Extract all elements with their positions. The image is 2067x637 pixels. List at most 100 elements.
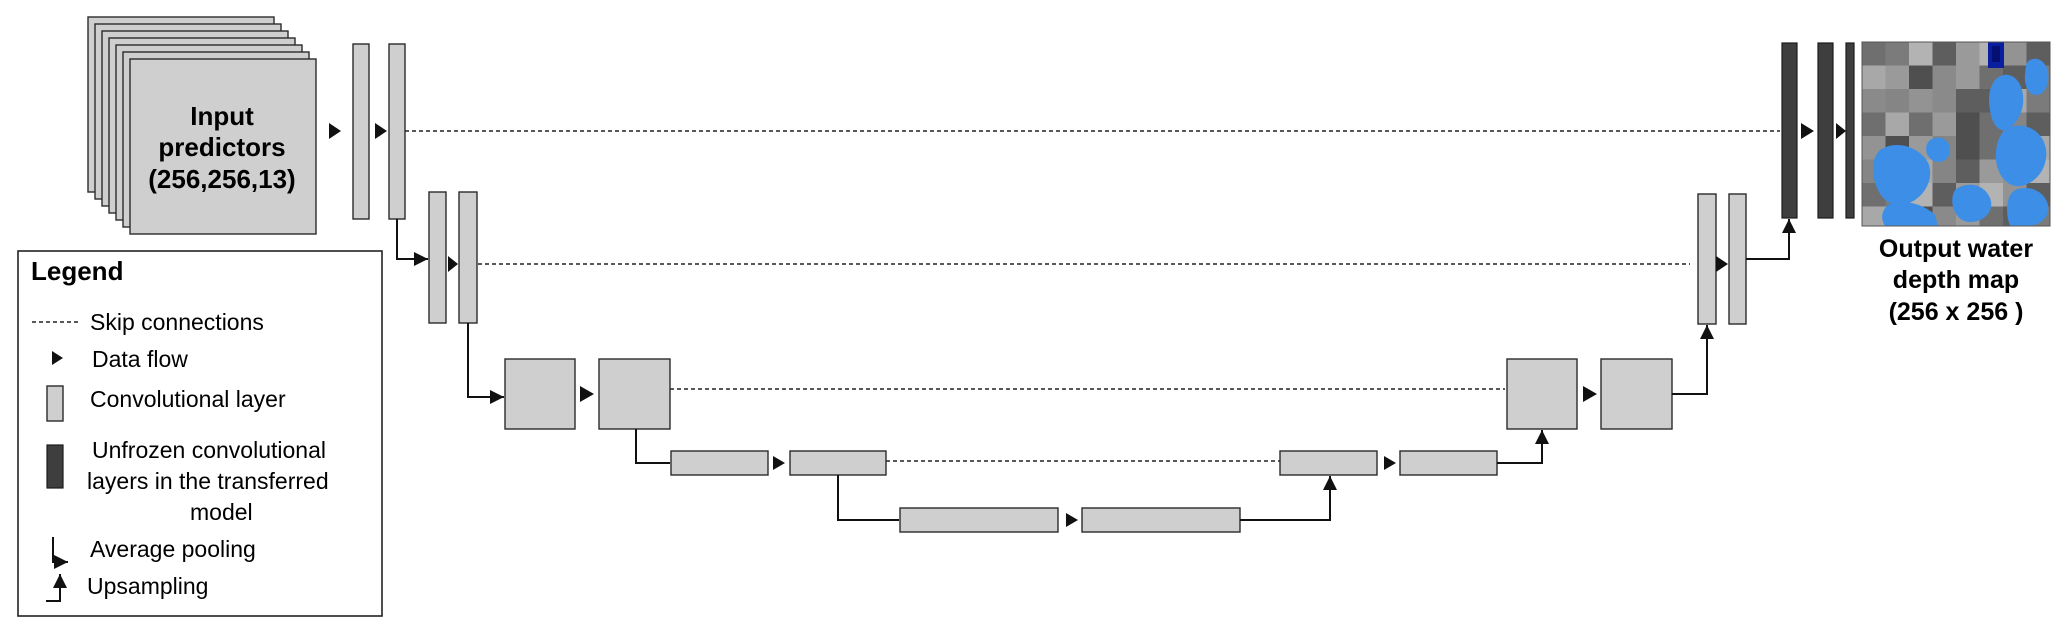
output-label-line2: depth map xyxy=(1893,266,2019,294)
unfrozen-conv-layer xyxy=(1845,42,1855,219)
output-label-line3: (256 x 256 ) xyxy=(1889,298,2024,326)
water-patch xyxy=(1989,74,2024,131)
map-tile xyxy=(2003,42,2027,66)
upsampling-arrow xyxy=(1672,325,1714,395)
legend-conv-swatch xyxy=(46,385,64,422)
conv-layer xyxy=(1506,358,1578,430)
water-patch xyxy=(1926,137,1950,162)
encoder xyxy=(352,43,1241,533)
conv-layer xyxy=(1081,507,1241,533)
map-tile xyxy=(1932,112,1956,136)
conv-layer xyxy=(598,358,671,430)
conv-layer xyxy=(1728,193,1747,325)
pooling-arrow xyxy=(635,429,670,464)
water-patch xyxy=(1873,144,1931,206)
water-patch xyxy=(1995,125,2047,187)
conv-layer xyxy=(670,450,769,476)
data-flow-arrow xyxy=(448,256,458,272)
map-tile xyxy=(1932,65,1956,89)
upsampling-arrow xyxy=(1240,476,1337,521)
conv-layer xyxy=(1600,358,1673,430)
conv-layer xyxy=(1279,450,1378,476)
map-tile xyxy=(1932,183,1956,207)
data-flow-arrow xyxy=(1384,456,1396,470)
input-label-line1: Input xyxy=(190,101,254,131)
input-label-line2: predictors xyxy=(158,132,285,162)
output-map-frame xyxy=(1861,41,2051,227)
decoder xyxy=(1279,42,1855,476)
data-flow-arrow xyxy=(1716,256,1728,272)
data-flow-arrow xyxy=(329,123,341,139)
legend-pool-swatch xyxy=(52,537,68,569)
legend-unfrozen-swatch xyxy=(46,444,64,489)
upsampling-arrow xyxy=(1497,430,1549,464)
legend-unfrozen-line1: Unfrozen convolutional xyxy=(92,437,326,463)
legend-flow-swatch xyxy=(52,351,63,365)
water-patch xyxy=(1952,184,1992,222)
data-flow-arrow xyxy=(580,386,594,402)
map-tile xyxy=(1885,112,1909,136)
conv-layer xyxy=(352,43,370,220)
data-flow-arrow xyxy=(773,456,785,470)
map-tile xyxy=(1885,65,1909,89)
map-tile xyxy=(1862,65,1886,89)
input-stack xyxy=(87,16,317,235)
data-flow-arrow xyxy=(1836,123,1846,139)
water-patches xyxy=(1873,58,2049,226)
map-tile xyxy=(1862,89,1886,113)
pooling-arrow xyxy=(837,475,899,521)
map-tile xyxy=(1956,89,1980,113)
conv-layer xyxy=(1399,450,1498,476)
map-tile xyxy=(1956,159,1980,183)
data-flow-arrows xyxy=(329,123,1846,527)
legend-up-swatch xyxy=(46,574,67,602)
deep-water-core xyxy=(1992,46,2000,62)
map-tile xyxy=(1956,65,1980,89)
water-patch xyxy=(2007,187,2049,226)
unfrozen-conv-layer xyxy=(1817,42,1834,219)
map-tile xyxy=(1885,42,1909,66)
conv-layer xyxy=(1697,193,1717,325)
legend-unfrozen-line2: layers in the transferred xyxy=(87,468,329,494)
map-tile xyxy=(1932,159,1956,183)
legend-conv-label: Convolutional layer xyxy=(90,386,286,412)
conv-layer xyxy=(899,507,1059,533)
skip-connections xyxy=(405,130,1780,462)
conv-layer xyxy=(789,450,887,476)
map-tile xyxy=(1956,42,1980,66)
input-channel xyxy=(129,58,317,235)
pooling-arrow xyxy=(467,323,504,404)
legend-unfrozen-line3: model xyxy=(190,499,253,525)
water-patch xyxy=(2024,58,2049,95)
legend-up-label: Upsampling xyxy=(87,573,208,599)
legend-flow-label: Data flow xyxy=(92,346,188,372)
map-tile xyxy=(1932,89,1956,113)
output-label-line1: Output water xyxy=(1879,235,2033,263)
upsampling-connectors xyxy=(1240,219,1796,521)
legend: Legend Skip connections Data flow Convol… xyxy=(17,250,383,617)
map-tile xyxy=(1885,89,1909,113)
unfrozen-conv-layer xyxy=(1781,42,1798,219)
data-flow-arrow xyxy=(1066,513,1078,527)
data-flow-arrow xyxy=(1583,386,1597,402)
conv-layer xyxy=(428,191,447,324)
map-tile xyxy=(2026,89,2050,113)
map-tile xyxy=(1909,42,1933,66)
conv-layer xyxy=(388,43,406,220)
data-flow-arrow xyxy=(375,123,387,139)
output-map xyxy=(1862,42,2050,226)
pooling-arrow xyxy=(396,219,428,266)
map-tile xyxy=(1909,112,1933,136)
data-flow-arrow xyxy=(1801,123,1814,139)
conv-layer xyxy=(458,191,478,324)
legend-title: Legend xyxy=(31,256,123,286)
legend-pool-label: Average pooling xyxy=(90,536,256,562)
map-tile xyxy=(1932,42,1956,66)
map-tile xyxy=(1862,112,1886,136)
legend-skip-label: Skip connections xyxy=(90,309,264,335)
map-tile xyxy=(1909,89,1933,113)
map-tile xyxy=(1932,206,1956,226)
map-tile xyxy=(1862,42,1886,66)
